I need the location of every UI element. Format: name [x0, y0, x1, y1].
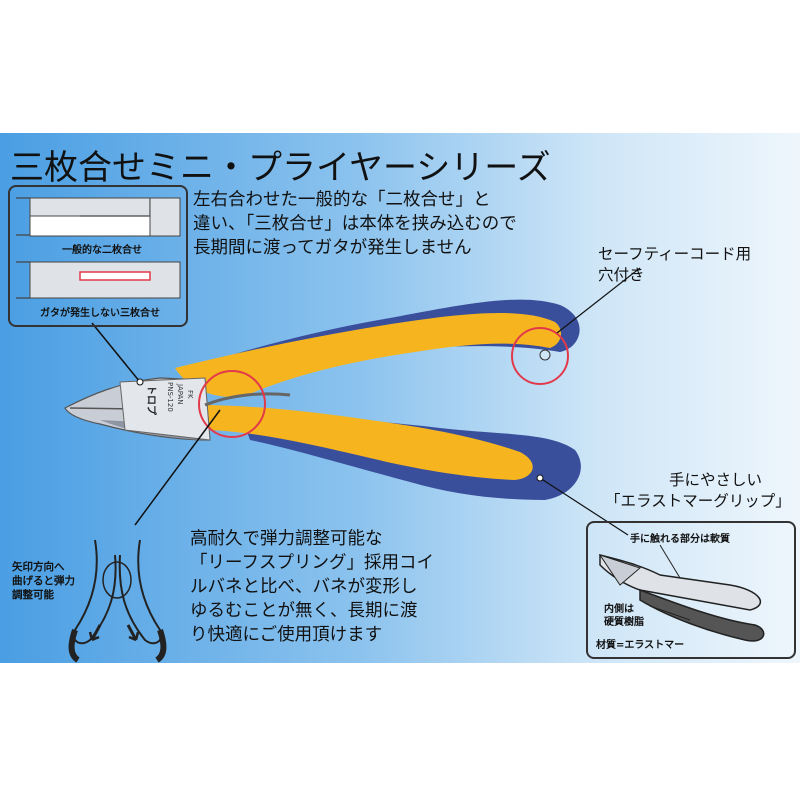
pointer-dot-diagram: [136, 378, 144, 386]
assembly-comparison-box: [8, 185, 188, 327]
three-piece-description: 左右合わせた一般的な「二枚合せ」と 違い、「三枚合せ」は本体を挟み込むので 長期…: [193, 188, 517, 260]
description-line: ルバネと比べ、バネが変形し: [190, 577, 418, 597]
safety-cord-callout: セーフティーコード用 穴付き: [598, 244, 751, 286]
pointer-dot-grip: [536, 474, 544, 482]
description-line: り快適にご使用頂けます: [190, 625, 383, 645]
spring-detail-sketch: [68, 539, 167, 663]
grip-callout: 手にやさしい 「エラストマーグリップ」: [605, 470, 791, 512]
lower-handle-orange: [179, 404, 533, 480]
note-line: 硬質樹脂: [604, 617, 644, 628]
upper-handle-orange: [175, 312, 562, 397]
tool-logo: トロプ: [145, 385, 158, 416]
pointer-line-spring: [134, 409, 221, 526]
description-line: 左右合わせた一般的な「二枚合せ」と: [193, 190, 491, 210]
three-piece-caption: ガタが発生しない三枚合せ: [40, 308, 160, 319]
hole-highlight-circle: [511, 327, 569, 385]
callout-line: 穴付き: [598, 266, 645, 284]
pointer-line-diagram: [91, 322, 141, 383]
leaf-spring: [204, 392, 291, 407]
inner-resin-note: 内側は 硬質樹脂: [604, 603, 644, 629]
material-note: 材質=エラストマー: [596, 640, 685, 651]
tool-model: PNS-120: [166, 382, 174, 412]
spring-adjust-note: 矢印方向へ 曲げると弾力 調整可能: [12, 560, 75, 602]
two-piece-diagram: [16, 197, 181, 237]
note-line: 内側は: [604, 604, 634, 615]
tool-code: FK: [186, 390, 194, 399]
tool-origin: JAPAN: [176, 383, 184, 405]
safety-cord-hole: [539, 349, 551, 361]
callout-line: セーフティーコード用: [598, 245, 752, 263]
description-line: 違い、「三枚合せ」は本体を挟み込むので: [193, 214, 517, 234]
grip-detail-box: [586, 521, 796, 659]
callout-line: 「エラストマーグリップ」: [605, 492, 791, 510]
grip-detail-sketch: [598, 544, 765, 642]
pointer-line-grip: [539, 477, 629, 536]
three-piece-diagram: [16, 261, 181, 299]
soft-part-note: 手に触れる部分は軟質: [630, 534, 730, 545]
description-line: 高耐久で弾力調整可能な: [190, 529, 383, 549]
description-line: 「リーフスプリング」採用コイ: [190, 553, 434, 573]
spring-highlight-circle: [198, 370, 266, 438]
description-line: 長期間に渡ってガタが発生しません: [193, 238, 472, 258]
page-title: 三枚合せミニ・プライヤーシリーズ: [10, 148, 551, 188]
spring-description: 高耐久で弾力調整可能な 「リーフスプリング」採用コイ ルバネと比べ、バネが変形し…: [190, 527, 434, 647]
pivot-plate: [119, 377, 211, 441]
note-line: 調整可能: [12, 589, 54, 601]
callout-line: 手にやさしい: [669, 471, 763, 489]
two-piece-caption: 一般的な二枚合せ: [62, 245, 142, 256]
pointer-line-hole: [556, 267, 641, 334]
note-line: 曲げると弾力: [12, 575, 75, 587]
description-line: ゆるむことが無く、長期に渡: [190, 601, 418, 621]
note-line: 矢印方向へ: [12, 561, 65, 573]
